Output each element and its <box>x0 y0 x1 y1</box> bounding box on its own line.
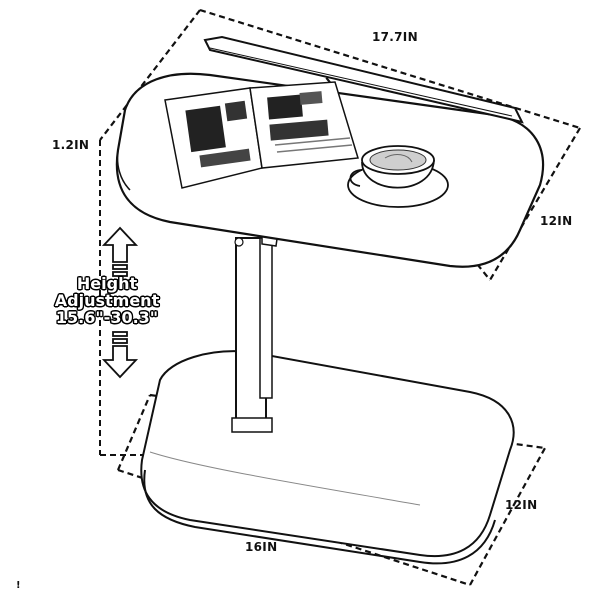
base-depth-label: 12IN <box>505 498 538 512</box>
down-arrow-icon <box>101 331 139 379</box>
support-column <box>231 227 279 433</box>
base-width-label: 16IN <box>245 540 278 554</box>
height-adjustment-label: Height Adjustment 15.6"-30.3" <box>44 275 170 326</box>
height-line-3: 15.6"-30.3" <box>55 308 159 327</box>
base-plate <box>140 350 515 565</box>
coffee-cup-illustration <box>347 145 449 208</box>
height-line-1: Height <box>76 274 138 293</box>
top-depth-label: 12IN <box>540 214 573 228</box>
footer-mark: ! <box>16 580 21 591</box>
up-arrow-icon <box>101 226 139 277</box>
height-line-2: Adjustment <box>54 291 160 310</box>
top-width-label: 17.7IN <box>372 30 418 44</box>
magazine-illustration <box>164 81 359 189</box>
top-thickness-label: 1.2IN <box>52 138 90 152</box>
